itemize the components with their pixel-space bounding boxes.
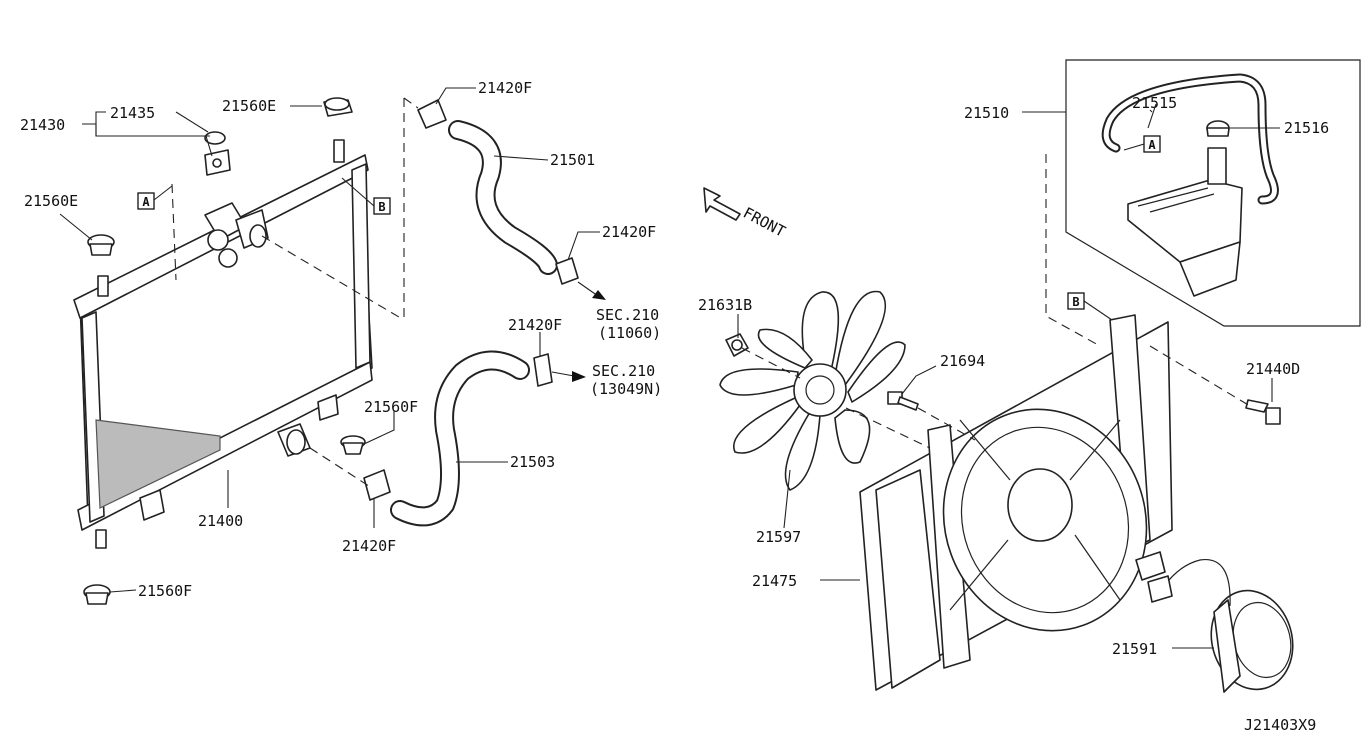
label-21501: 21501 <box>550 151 595 169</box>
sec-arrow-lower <box>551 371 586 382</box>
label-21440D: 21440D <box>1246 360 1300 378</box>
ref-marker-b-left: B <box>341 177 391 215</box>
reservoir-tank-21510[interactable] <box>1127 147 1243 297</box>
clamp-21420F-right[interactable] <box>533 353 553 387</box>
clamp-21420F-bottom[interactable] <box>363 469 391 501</box>
mount-21560F-bottom[interactable] <box>83 584 111 605</box>
fan-guide-lines <box>741 154 1251 449</box>
svg-text:A: A <box>142 195 150 209</box>
label-21560E-left: 21560E <box>24 192 78 210</box>
upper-hose-21501[interactable] <box>448 120 558 275</box>
label-21435: 21435 <box>110 104 155 122</box>
sec-210-upper: SEC.210 <box>596 306 659 324</box>
radiator-guide-lines <box>171 97 419 489</box>
sec-210-upper-code: (11060) <box>598 324 661 342</box>
label-21420F-mid: 21420F <box>602 223 656 241</box>
bolt-21440D[interactable] <box>1245 399 1281 425</box>
sec-arrow-upper <box>577 281 606 300</box>
mount-21560F-mid[interactable] <box>340 435 366 455</box>
mount-21560E-left[interactable] <box>87 234 115 256</box>
label-21420F-right: 21420F <box>508 316 562 334</box>
svg-text:B: B <box>378 200 385 214</box>
label-21475: 21475 <box>752 572 797 590</box>
label-21515: 21515 <box>1132 94 1177 112</box>
clamp-21420F-top[interactable] <box>417 99 447 129</box>
lower-hose-21503[interactable] <box>390 350 530 527</box>
ref-marker-a-left: A <box>137 185 173 210</box>
front-label: FRONT <box>740 204 788 241</box>
label-21400: 21400 <box>198 512 243 530</box>
label-21420F-top: 21420F <box>478 79 532 97</box>
clamp-21420F-mid[interactable] <box>555 257 579 285</box>
radiator-core-fins <box>95 419 221 509</box>
ref-marker-a-reservoir: A <box>1123 135 1161 153</box>
radiator-21400[interactable] <box>73 139 373 549</box>
fan-shroud-21475[interactable] <box>859 314 1177 691</box>
reservoir-hose-21515[interactable] <box>1101 73 1279 205</box>
label-21560E-top: 21560E <box>222 97 276 115</box>
part-labels: 21430 21435 21560E 21560E 21420F 21501 2… <box>20 79 1329 734</box>
label-21597: 21597 <box>756 528 801 546</box>
diagram-code: J21403X9 <box>1244 716 1316 734</box>
sec-210-lower-code: (13049N) <box>590 380 662 398</box>
label-21516: 21516 <box>1284 119 1329 137</box>
front-direction-arrow: FRONT <box>703 187 788 241</box>
seal-21435[interactable] <box>204 131 226 145</box>
svg-text:A: A <box>1148 138 1156 152</box>
label-21591: 21591 <box>1112 640 1157 658</box>
label-21560F-mid: 21560F <box>364 398 418 416</box>
reservoir-cap-21516[interactable] <box>1206 120 1230 137</box>
cap-21430[interactable] <box>204 149 231 176</box>
sec-210-lower: SEC.210 <box>592 362 655 380</box>
label-21560F-bottom: 21560F <box>138 582 192 600</box>
label-21503: 21503 <box>510 453 555 471</box>
leader-lines <box>59 87 1280 649</box>
reservoir-box-21510 <box>1065 59 1361 327</box>
label-21631B: 21631B <box>698 296 752 314</box>
fan-blade-21597[interactable] <box>719 290 906 491</box>
mount-21560E-top[interactable] <box>323 97 353 117</box>
ref-marker-b-shroud: B <box>1067 292 1113 321</box>
label-21694: 21694 <box>940 352 985 370</box>
bolt-21694[interactable] <box>887 391 919 411</box>
nut-21631B[interactable] <box>725 333 749 357</box>
fan-motor-21591[interactable] <box>1147 558 1304 699</box>
label-21430: 21430 <box>20 116 65 134</box>
label-21420F-bottom: 21420F <box>342 537 396 555</box>
label-21510: 21510 <box>964 104 1009 122</box>
svg-text:B: B <box>1072 295 1079 309</box>
